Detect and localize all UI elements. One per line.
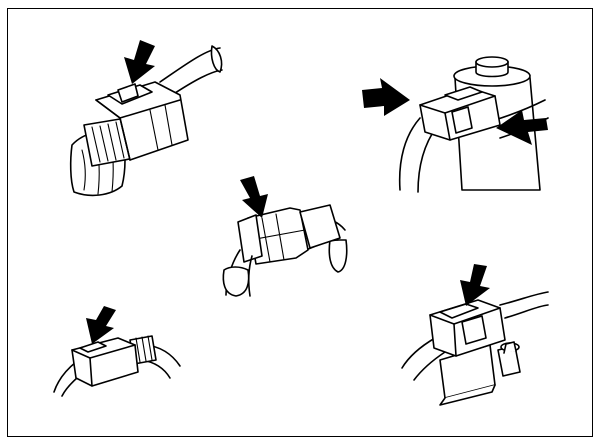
arrow-down-icon xyxy=(86,306,116,344)
arrow-down-icon xyxy=(124,40,155,84)
arrow-down-icon xyxy=(460,264,490,306)
connector-top-right xyxy=(362,56,549,193)
arrow-right-icon xyxy=(362,78,410,116)
connector-top-left xyxy=(69,40,223,197)
arrow-down-icon xyxy=(240,176,268,218)
connector-center xyxy=(222,176,348,297)
connector-bottom-right xyxy=(401,264,549,406)
connector-bottom-left xyxy=(53,306,181,397)
arrow-left-icon xyxy=(496,110,548,145)
